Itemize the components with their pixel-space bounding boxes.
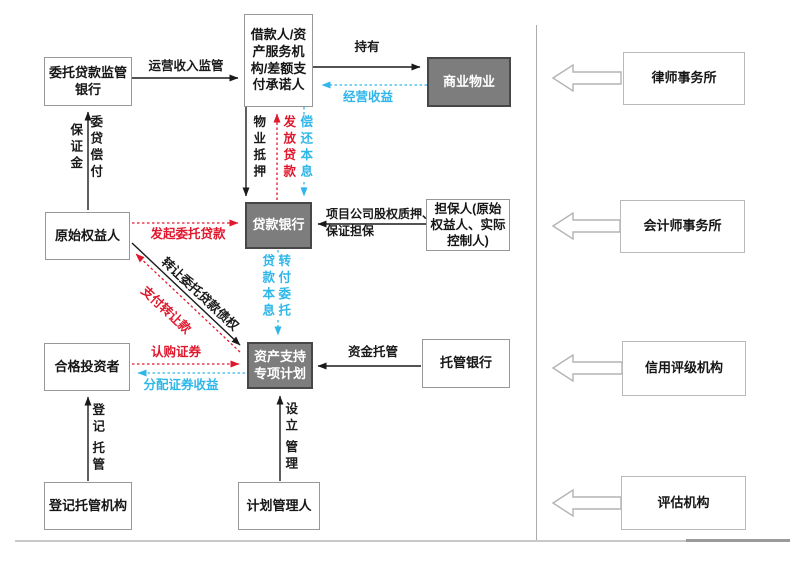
node-abs-special-plan: 资产支持 专项计划: [247, 342, 313, 389]
edge-label-repay-principal-interest: 偿还本息: [298, 115, 313, 181]
edge-label-initiate-entrusted-loan: 发起委托贷款: [150, 227, 226, 241]
node-law-firm: 律师事务所: [623, 52, 745, 105]
node-qualified-investors: 合格投资者: [44, 343, 130, 391]
edge-label-entrusted-loan-repayment: 委贷偿付: [88, 115, 103, 181]
edge-label-register: 登记: [90, 403, 105, 436]
node-original-equity-holder: 原始权益人: [45, 212, 130, 260]
node-credit-rating-agency: 信用评级机构: [622, 341, 746, 396]
hollow-arrow-left-icon: [551, 488, 622, 518]
edge-label-manage: 管理: [283, 440, 298, 473]
node-plan-manager: 计划管理人: [238, 482, 320, 530]
hollow-arrow-left-icon: [551, 353, 623, 383]
hollow-arrow-left-icon: [551, 63, 622, 93]
edge-label-subscribe-securities: 认购证券: [150, 345, 202, 359]
edge-label-hold: 持有: [354, 40, 380, 54]
arrow-pay-transfer-consideration: [135, 253, 241, 353]
edge-label-property-mortgage: 物业抵押: [251, 115, 266, 181]
bottom-border-line: [15, 540, 790, 542]
edge-label-loan-principal-interest: 贷款本息: [260, 254, 275, 320]
edge-label-distribute-securities-income: 分配证券收益: [143, 378, 219, 392]
edge-label-grant-loan: 发放贷款: [281, 115, 296, 181]
edge-label-margin-deposit: 保证金: [68, 123, 83, 173]
node-custodian-bank: 托管银行: [422, 339, 510, 388]
node-registration-custody-agency: 登记托管机构: [44, 482, 132, 530]
node-loan-bank: 贷款银行: [245, 202, 312, 249]
node-borrower-servicer-promisor: 借款人/资 产服务机 构/差额支 付承诺人: [244, 14, 313, 107]
edge-label-fund-custody: 资金托管: [347, 345, 399, 359]
edge-label-transfer-payment-entrust: 转付委托: [276, 254, 291, 320]
node-guarantor: 担保人(原始 权益人、实际 控制人): [426, 199, 510, 251]
edge-label-equity-pledge-guarantee: 项目公司股权质押、 保证担保: [326, 207, 435, 238]
edge-label-operating-revenue: 经营收益: [342, 90, 394, 104]
arrow-transfer-entrusted-loan-claims: [131, 242, 241, 346]
edge-label-establish: 设立: [283, 402, 298, 435]
edge-label-custody: 托管: [90, 441, 105, 474]
edge-label-operating-income-supervision: 运营收入监管: [148, 59, 224, 73]
node-entrusted-loan-supervision-bank: 委托贷款监管 银行: [44, 57, 132, 106]
section-divider-line: [536, 25, 537, 541]
node-commercial-property: 商业物业: [427, 57, 511, 107]
node-accounting-firm: 会计师事务所: [620, 200, 745, 253]
node-appraisal-agency: 评估机构: [621, 476, 746, 530]
bottom-border-line-segment: [686, 539, 790, 542]
hollow-arrow-left-icon: [551, 211, 621, 241]
